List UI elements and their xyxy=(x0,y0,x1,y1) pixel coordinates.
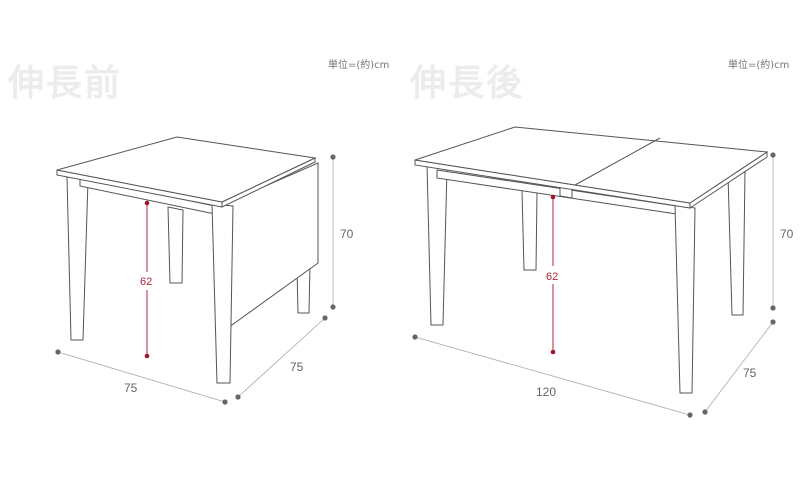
before-clearance-label: 62 xyxy=(140,276,152,288)
front-right-leg xyxy=(211,203,234,384)
before-unit-label: 単位=(約)cm xyxy=(328,60,390,71)
after-title: 伸長後 xyxy=(410,63,525,104)
dimension-dot xyxy=(330,304,336,310)
table-top xyxy=(56,136,317,203)
before-depth-label: 75 xyxy=(290,360,304,374)
after-dimensions: 70 120 75 62 xyxy=(412,152,794,418)
extension-seam xyxy=(574,137,661,186)
table-top xyxy=(414,126,769,204)
table-after-illustration xyxy=(414,126,769,394)
before-height-label: 70 xyxy=(340,227,354,241)
table-before-illustration xyxy=(56,136,319,384)
before-dimensions: 70 75 75 62 xyxy=(55,154,354,405)
back-leg xyxy=(167,206,184,284)
after-height-label: 70 xyxy=(780,227,794,241)
before-title: 伸長前 xyxy=(8,63,123,104)
front-right-leg xyxy=(674,204,696,394)
after-unit-label: 単位=(約)cm xyxy=(728,60,790,71)
back-left-leg xyxy=(521,189,538,271)
after-depth-label: 75 xyxy=(743,366,757,380)
back-right-leg xyxy=(727,171,746,316)
after-clearance-label: 62 xyxy=(546,271,558,283)
dimension-dot xyxy=(330,154,336,160)
before-width-label: 75 xyxy=(124,381,138,395)
front-left-leg xyxy=(66,176,89,341)
front-left-leg xyxy=(426,164,448,326)
after-width-label: 120 xyxy=(536,385,556,399)
